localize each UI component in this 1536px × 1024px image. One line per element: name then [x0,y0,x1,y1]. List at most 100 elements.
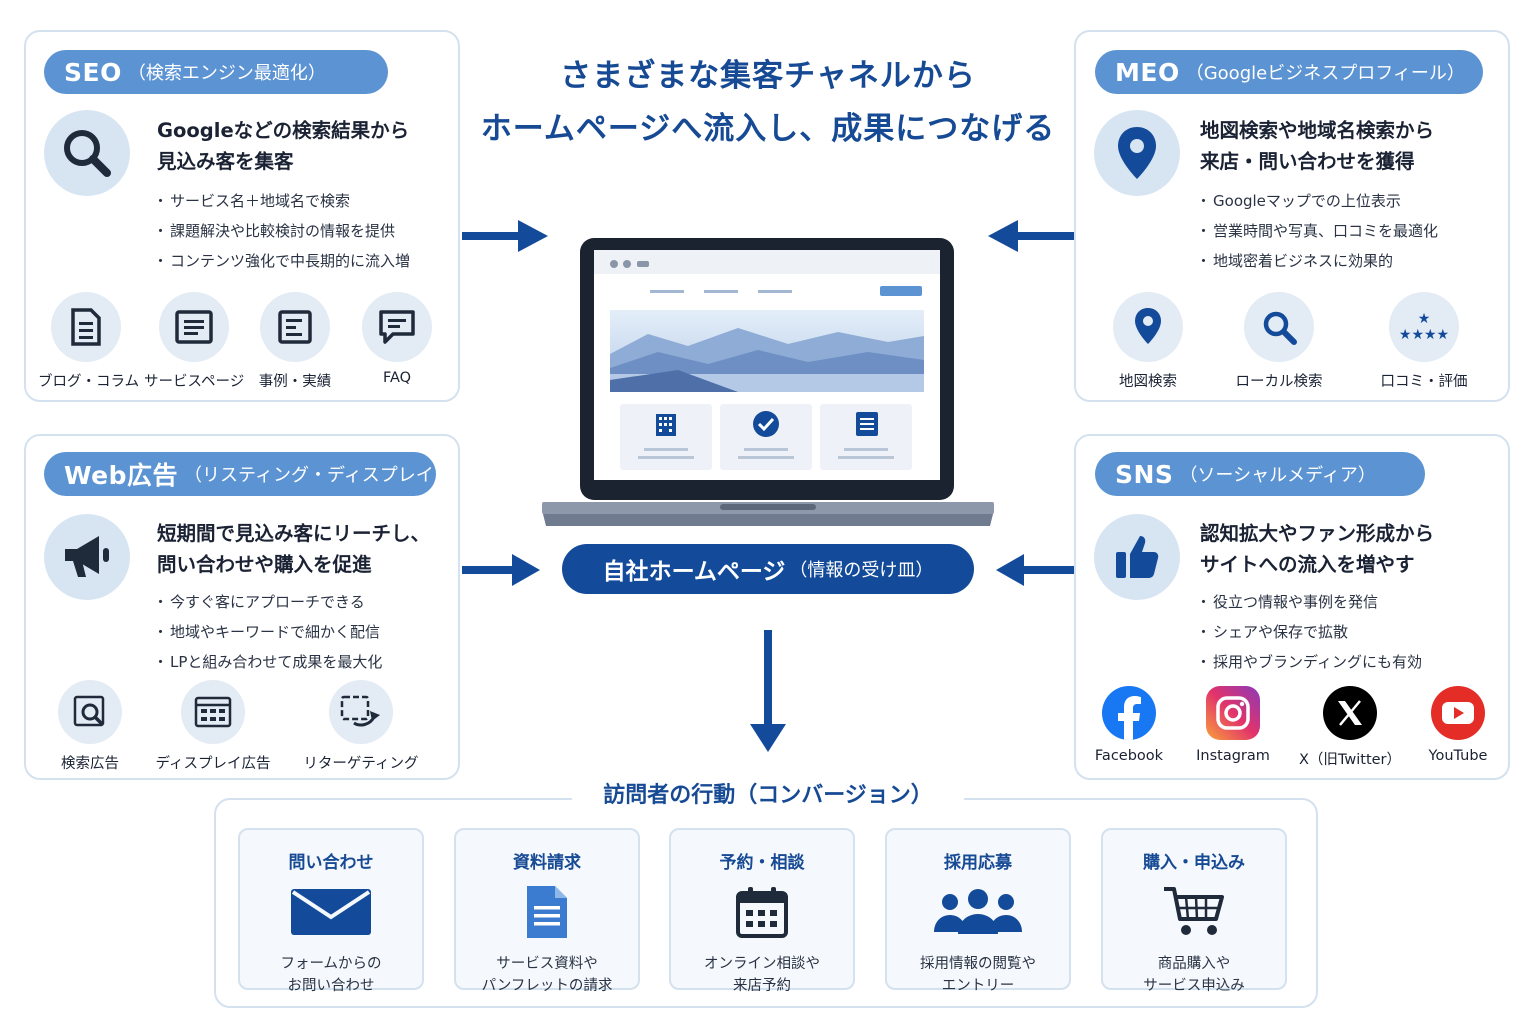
web-ad-bullet: LPと組み合わせて成果を最大化 [153,647,382,677]
sns-bullet: シェアや保存で拡散 [1196,617,1422,647]
seo-search-icon [44,110,130,196]
people-group-icon [887,881,1069,943]
document-icon [51,292,121,362]
seo-pill: SEO （検索エンジン最適化） [44,50,388,94]
display-grid-icon [181,680,245,744]
conversion-card-reservation: 予約・相談 オンライン相談や 来店予約 [669,828,855,994]
envelope-icon [240,881,422,943]
conversion-card-desc: 商品購入や サービス申込み [1103,953,1285,997]
seo-headline-line1: Googleなどの検索結果から [157,119,410,142]
web-ad-bullets: 今すぐ客にアプローチできる 地域やキーワードで細かく配信 LPと組み合わせて成果… [153,587,382,677]
conversion-card-desc-line2: 来店予約 [733,978,791,994]
web-ad-item-label: ディスプレイ広告 [155,756,271,772]
meo-pill-title: MEO [1115,57,1180,87]
sns-bullets: 役立つ情報や事例を発信 シェアや保存で拡散 採用やブランディングにも有効 [1196,587,1422,677]
facebook-icon [1102,686,1156,740]
sns-item-label: Instagram [1196,748,1270,764]
seo-bullet: コンテンツ強化で中長期的に流入増 [153,246,410,276]
laptop-illustration [542,238,994,526]
web-ad-item-retargeting: リターゲティング [296,680,426,773]
web-ad-pill: Web広告 （リスティング・ディスプレイ） [44,452,452,496]
conversion-card-recruit: 採用応募 採用情報の閲覧や エントリー [885,828,1071,994]
conversion-card-desc-line2: パンフレットの請求 [481,978,613,994]
sns-pill: SNS （ソーシャルメディア） [1095,452,1425,496]
web-ad-headline: 短期間で見込み客にリーチし、 問い合わせや購入を促進 [157,518,430,580]
seo-item-blog: ブログ・コラム [38,292,139,391]
youtube-icon [1431,686,1485,740]
report-icon [260,292,330,362]
sns-pill-title: SNS [1115,459,1174,489]
web-ad-headline-line2: 問い合わせや購入を促進 [157,553,372,576]
conversion-card-title: 問い合わせ [288,853,374,873]
seo-headline-line2: 見込み客を集客 [157,150,294,173]
conversion-card-desc-line1: オンライン相談や [704,956,820,972]
conversion-card-desc-line1: 採用情報の閲覧や [920,956,1036,972]
megaphone-icon [44,514,130,600]
seo-pill-subtitle: （検索エンジン最適化） [127,63,326,84]
page-list-icon [159,292,229,362]
conversion-card-documents: 資料請求 サービス資料や パンフレットの請求 [454,828,640,994]
conversion-card-desc: オンライン相談や 来店予約 [671,953,853,997]
meo-item-map-search: 地図検索 [1100,292,1196,391]
conversion-card-desc: フォームからの お問い合わせ [240,953,422,997]
sns-item-label: YouTube [1428,748,1488,764]
web-ad-item-search-ads: 検索広告 [42,680,138,773]
seo-item-service-page: サービスページ [144,292,244,391]
sns-item-label: Facebook [1094,748,1164,764]
main-title-line2: ホームページへ流入し、成果につなげる [480,111,1056,147]
meo-pill: MEO （Googleビジネスプロフィール） [1095,50,1483,94]
meo-item-label: 口コミ・評価 [1380,374,1468,390]
chat-bubble-icon [362,292,432,362]
seo-bullet: 課題解決や比較検討の情報を提供 [153,216,410,246]
homepage-label-main: 自社ホームページ [602,559,786,585]
conversion-card-title: 採用応募 [944,853,1012,873]
web-ad-pill-subtitle: （リスティング・ディスプレイ） [184,465,452,486]
conversion-card-inquiry: 問い合わせ フォームからの お問い合わせ [238,828,424,994]
conversion-card-title: 資料請求 [513,853,581,873]
instagram-icon [1206,686,1260,740]
seo-item-label: FAQ [382,370,412,386]
sns-headline-line2: サイトへの流入を増やす [1200,553,1415,576]
seo-headline: Googleなどの検索結果から 見込み客を集客 [157,115,409,177]
map-pin-icon [1113,292,1183,362]
conversion-card-desc-line2: エントリー [941,978,1015,994]
conversion-card-desc-line2: お問い合わせ [287,978,375,994]
seo-bullets: サービス名＋地域名で検索 課題解決や比較検討の情報を提供 コンテンツ強化で中長期… [153,186,410,276]
meo-item-local-search: ローカル検索 [1226,292,1332,391]
conversion-card-desc-line1: サービス資料や [496,956,598,972]
meo-item-label: 地図検索 [1119,374,1177,390]
meo-map-pin-icon [1094,110,1180,196]
sns-item-x: X（旧Twitter） [1294,686,1406,769]
search-icon [1244,292,1314,362]
shopping-cart-icon [1103,881,1285,943]
search-ad-icon [58,680,122,744]
conversion-card-purchase: 購入・申込み 商品購入や サービス申込み [1101,828,1287,994]
retargeting-icon [329,680,393,744]
web-ad-item-label: リターゲティング [303,756,419,772]
star-rating-icon: ★★★★★ [1389,292,1459,362]
meo-item-label: ローカル検索 [1235,374,1323,390]
sns-pill-subtitle: （ソーシャルメディア） [1179,465,1376,486]
seo-pill-title: SEO [64,57,122,87]
meo-bullet: 地域密着ビジネスに効果的 [1196,246,1438,276]
web-ad-item-label: 検索広告 [61,756,119,772]
conversion-card-desc: 採用情報の閲覧や エントリー [887,953,1069,997]
thumbs-up-icon [1094,514,1180,600]
meo-headline-line1: 地図検索や地域名検索から [1200,119,1435,142]
web-ad-item-display-ads: ディスプレイ広告 [148,680,278,773]
web-ad-headline-line1: 短期間で見込み客にリーチし、 [157,522,431,545]
conversion-card-desc-line2: サービス申込み [1143,978,1245,994]
conversion-card-desc-line1: フォームからの [280,956,382,972]
conversion-card-desc-line1: 商品購入や [1157,956,1231,972]
sns-headline: 認知拡大やファン形成から サイトへの流入を増やす [1200,518,1434,580]
conversion-card-desc: サービス資料や パンフレットの請求 [456,953,638,997]
sns-item-youtube: YouTube [1414,686,1502,764]
main-title: さまざまな集客チャネルから ホームページへ流入し、成果につなげる [440,50,1096,156]
web-ad-bullet: 今すぐ客にアプローチできる [153,587,382,617]
document-request-icon [456,881,638,943]
seo-item-case-study: 事例・実績 [247,292,343,391]
seo-item-label: 事例・実績 [258,374,332,390]
meo-bullet: Googleマップでの上位表示 [1196,186,1438,216]
meo-bullets: Googleマップでの上位表示 営業時間や写真、口コミを最適化 地域密着ビジネス… [1196,186,1438,276]
seo-bullet: サービス名＋地域名で検索 [153,186,410,216]
